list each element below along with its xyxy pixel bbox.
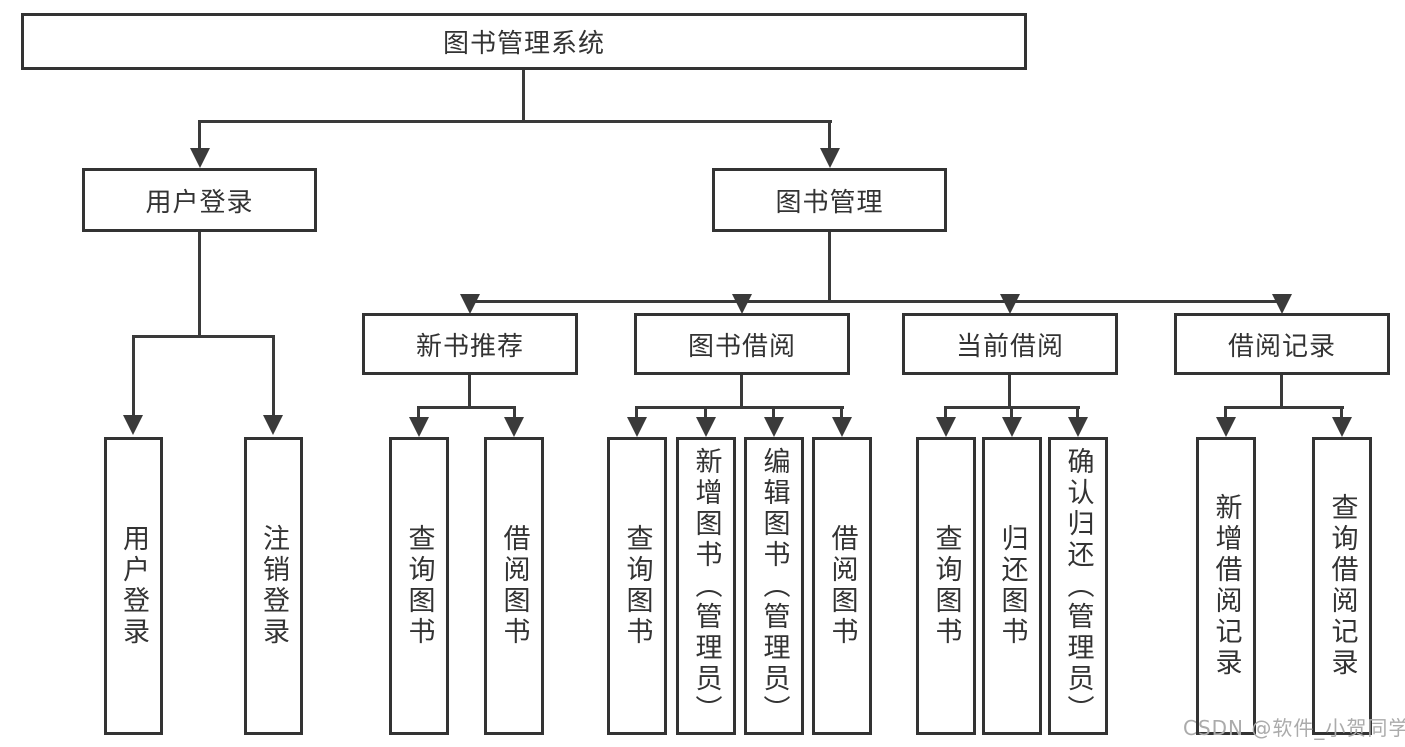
arrowhead-new-book [460,294,480,314]
node-borrowing-records: 借阅记录 [1174,313,1390,375]
arrowhead-br-add [1216,417,1236,437]
leaf-br-query-record-label: 查询借阅记录 [1326,493,1358,679]
arrowhead-bb-borrow [832,417,852,437]
connector-arm-bb-add [704,406,707,424]
connector-current-stub [1008,375,1011,408]
leaf-cb-query-books-label: 查询图书 [930,524,962,648]
leaf-bb-query-books-label: 查询图书 [621,524,653,648]
connector-arm-bb-borrow [840,406,843,424]
arrowhead-bb-edit [764,417,784,437]
node-book-management: 图书管理 [712,168,947,232]
node-current-borrowing-label: 当前借阅 [955,331,1064,362]
leaf-cb-return-books-label: 归还图书 [996,524,1028,648]
leaf-bb-edit-books-admin: 编辑图书（管理员） [744,437,804,735]
leaf-cb-confirm-return-admin-label: 确认归还（管理员） [1062,446,1094,726]
connector-arm-br-add [1224,406,1227,424]
leaf-nb-query-books-label: 查询图书 [403,524,435,648]
connector-arm-leaf-logout [272,335,275,431]
arrowhead-records [1272,294,1292,314]
arrowhead-br-query [1332,417,1352,437]
node-user-login: 用户登录 [82,168,317,232]
connector-arm-leaf-login [132,335,135,431]
leaf-logout-login: 注销登录 [244,437,303,735]
leaf-br-add-record-label: 新增借阅记录 [1210,493,1242,679]
connector-arm-book-mgmt [828,120,831,162]
connector-records-stub [1280,375,1283,408]
connector-level3-rail [468,300,1284,303]
connector-arm-cb-query [944,406,947,424]
leaf-cb-query-books: 查询图书 [916,437,976,735]
connector-arm-user-login [198,120,201,162]
connector-arm-cb-return [1010,406,1013,424]
connector-root-stub [522,70,525,122]
arrowhead-bb-query [627,417,647,437]
connector-new-book-rail [417,406,516,409]
leaf-cb-confirm-return-admin: 确认归还（管理员） [1048,437,1108,735]
node-library-system-label: 图书管理系统 [442,29,605,59]
arrowhead-current [1000,294,1020,314]
leaf-bb-borrow-books: 借阅图书 [812,437,872,735]
connector-user-login-stub [198,232,201,338]
leaf-nb-borrow-books: 借阅图书 [484,437,544,735]
leaf-bb-edit-books-admin-label: 编辑图书（管理员） [758,446,790,726]
node-book-borrowing-label: 图书借阅 [687,331,796,362]
leaf-bb-add-books-admin-label: 新增图书（管理员） [690,446,722,726]
arrowhead-borrow [732,294,752,314]
node-new-book-recommend: 新书推荐 [362,313,578,375]
connector-borrow-stub [740,375,743,408]
connector-arm-bb-edit [772,406,775,424]
leaf-br-add-record: 新增借阅记录 [1196,437,1256,735]
arrowhead-bb-add [696,417,716,437]
leaf-user-login: 用户登录 [104,437,163,735]
arrowhead-nb-query [409,417,429,437]
node-new-book-recommend-label: 新书推荐 [415,331,524,362]
connector-borrow-rail [635,406,844,409]
leaf-bb-add-books-admin: 新增图书（管理员） [676,437,736,735]
leaf-nb-query-books: 查询图书 [389,437,449,735]
arrowhead-cb-confirm [1068,417,1088,437]
leaf-logout-login-label: 注销登录 [258,524,289,648]
leaf-user-login-label: 用户登录 [118,524,149,648]
leaf-bb-query-books: 查询图书 [607,437,667,735]
node-book-borrowing: 图书借阅 [634,313,850,375]
arrowhead-cb-query [936,417,956,437]
leaf-bb-borrow-books-label: 借阅图书 [826,524,858,648]
arrowhead-user-login [190,148,210,168]
connector-book-mgmt-stub [828,232,831,302]
connector-level2-rail [198,120,832,123]
arrowhead-leaf-logout [263,415,283,435]
connector-arm-bb-query [635,406,638,424]
arrowhead-leaf-login [123,415,143,435]
arrowhead-book-mgmt [820,148,840,168]
arrowhead-cb-return [1002,417,1022,437]
connector-arm-br-query [1340,406,1343,424]
csdn-watermark: CSDN @软件_小贺同学 [1183,716,1405,740]
node-book-management-label: 图书管理 [775,187,884,218]
connector-arm-nb-query [417,406,420,424]
arrowhead-nb-borrow [504,417,524,437]
connector-records-rail [1224,406,1344,409]
leaf-br-query-record: 查询借阅记录 [1312,437,1372,735]
connector-arm-nb-borrow [513,406,516,424]
leaf-cb-return-books: 归还图书 [982,437,1042,735]
leaf-nb-borrow-books-label: 借阅图书 [498,524,530,648]
node-library-system: 图书管理系统 [21,13,1027,70]
connector-arm-cb-confirm [1076,406,1079,424]
connector-user-login-rail [132,335,275,338]
node-user-login-label: 用户登录 [145,187,254,218]
node-current-borrowing: 当前借阅 [902,313,1118,375]
connector-new-book-stub [468,375,471,408]
node-borrowing-records-label: 借阅记录 [1227,331,1336,362]
